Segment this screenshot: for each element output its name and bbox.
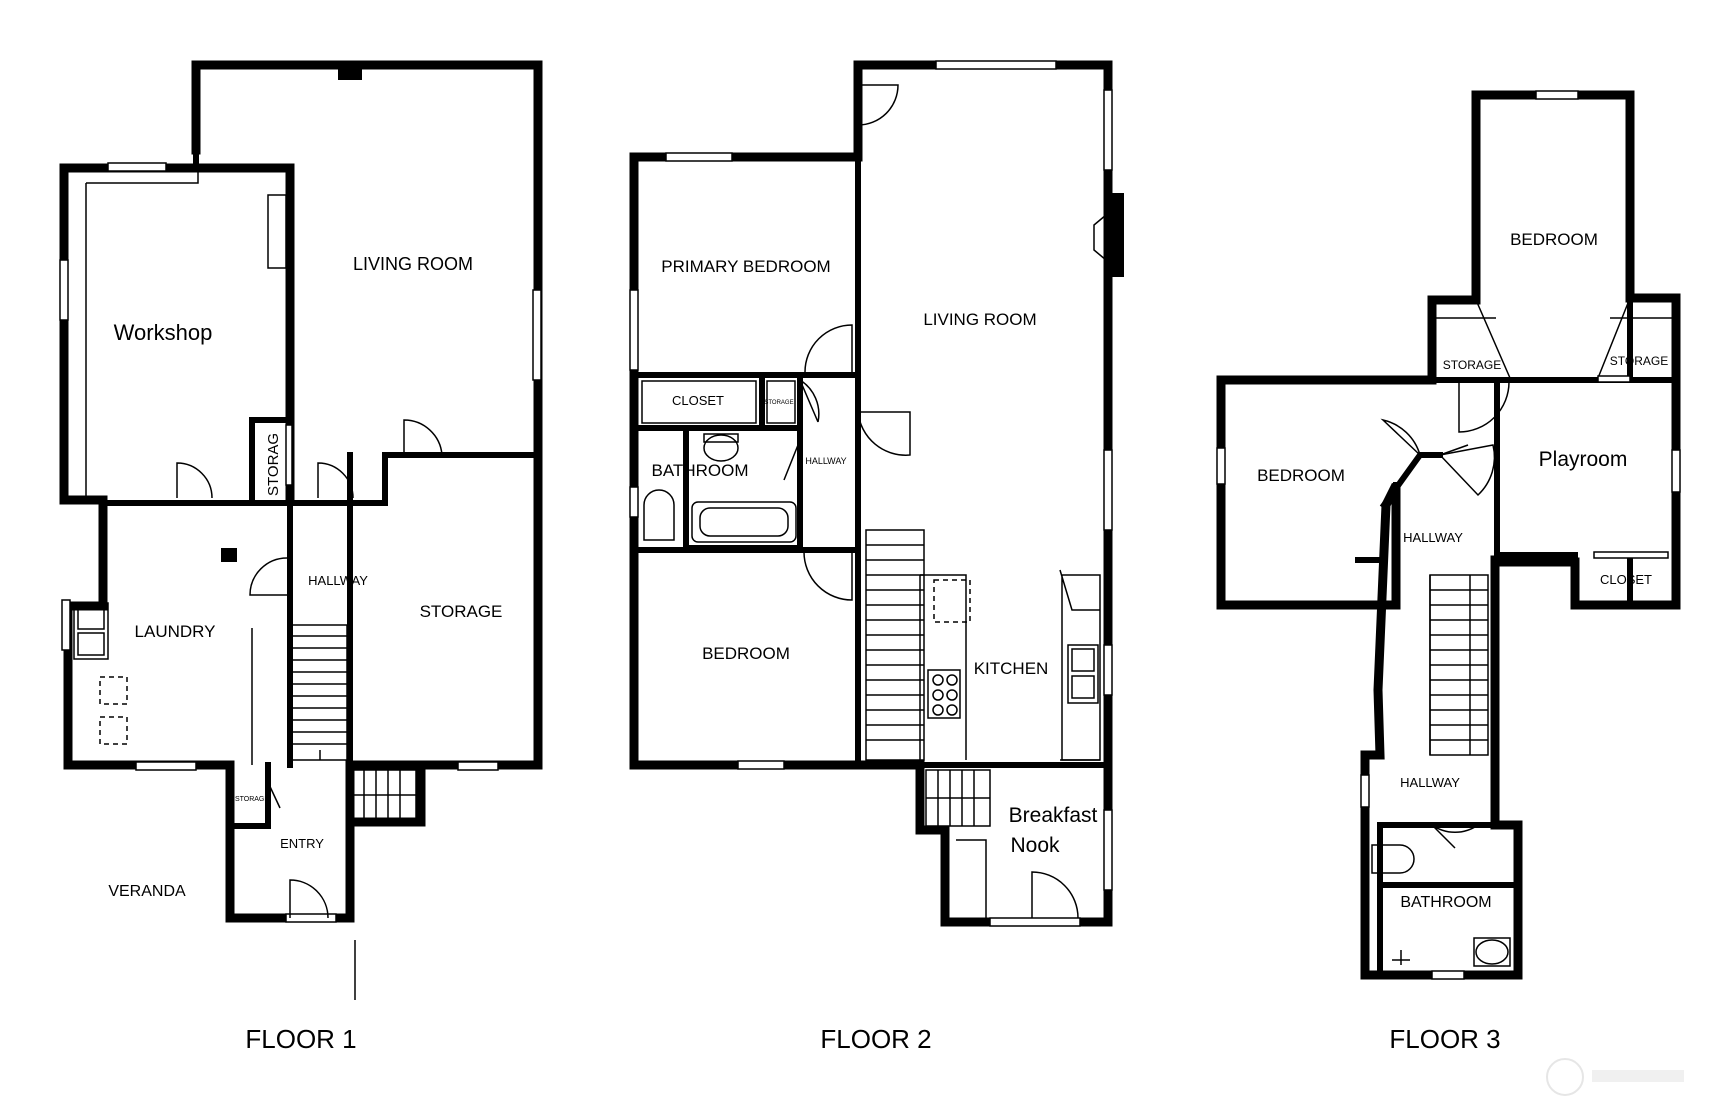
floor-2-plan: PRIMARY BEDROOM LIVING ROOM CLOSET STORA… [629,60,1124,1054]
stairs-floor2 [865,529,991,827]
room-label-playroom: Playroom [1539,448,1628,471]
room-label-hallway-2: HALLWAY [805,456,846,466]
room-label-closet: CLOSET [672,393,724,408]
room-label-storage-left: STORAGE [1443,358,1501,372]
room-label-bedroom-top: BEDROOM [1510,230,1598,249]
room-label-hallway-lower: HALLWAY [1400,775,1460,790]
room-label-living-room: LIVING ROOM [353,254,473,274]
room-label-bathroom-3: BATHROOM [1400,894,1491,911]
room-label-storage-right: STORAGE [1610,354,1668,368]
room-label-primary-bedroom: PRIMARY BEDROOM [661,257,830,276]
room-label-breakfast: Breakfast [1009,804,1098,827]
room-label-storage-entry: STORAGE [235,796,269,803]
room-label-closet-3: CLOSET [1600,572,1652,587]
logo-circle-icon [1546,1058,1684,1096]
room-label-bedroom-left: BEDROOM [1257,466,1345,485]
floor-1-plan: LIVING ROOM Workshop STORAG LAUNDRY HALL… [59,60,543,1054]
floor-title-3: FLOOR 3 [1389,1024,1500,1054]
room-label-kitchen: KITCHEN [974,659,1049,678]
room-label-living-room-2: LIVING ROOM [923,310,1036,329]
room-label-bathroom: BATHROOM [652,461,749,480]
room-label-hallway-upper: HALLWAY [1403,530,1463,545]
floor-3-plan: BEDROOM STORAGE STORAGE BEDROOM Playroom… [1216,90,1681,1054]
floor-title-1: FLOOR 1 [245,1024,356,1054]
room-label-storage-small: STORAG [265,433,282,496]
room-label-hallway: HALLWAY [308,573,368,588]
stairs-floor3 [1429,574,1489,756]
floor-title-2: FLOOR 2 [820,1024,931,1054]
stairs-floor1 [251,624,417,821]
room-label-workshop: Workshop [114,320,213,345]
room-label-nook: Nook [1010,834,1060,857]
room-label-storage: STORAGE [420,602,503,621]
room-label-bedroom-2: BEDROOM [702,644,790,663]
room-label-entry: ENTRY [280,836,324,851]
room-label-veranda: VERANDA [108,883,186,900]
room-label-laundry: LAUNDRY [135,622,216,641]
room-label-storage-2: STORAGE [764,400,793,406]
